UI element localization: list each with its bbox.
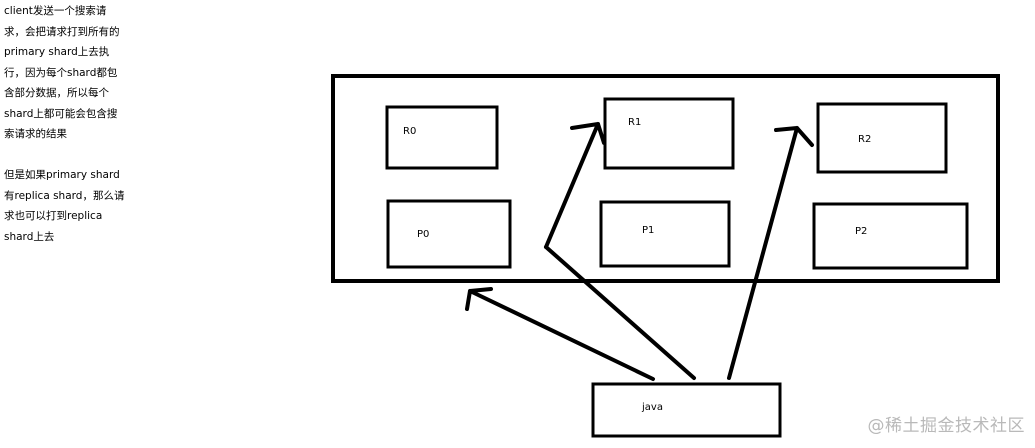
shard-r1: R1 xyxy=(603,97,735,170)
note-line: client发送一个搜索请 xyxy=(4,5,107,17)
note-line: 索请求的结果 xyxy=(4,128,67,140)
shard-r0-box xyxy=(385,105,499,170)
cluster-box xyxy=(331,74,1000,283)
shard-r1-box xyxy=(603,97,735,170)
note-line: shard上都可能会包含搜 xyxy=(4,107,118,120)
shard-r2-box xyxy=(816,102,948,174)
arrow-client-to-p0 xyxy=(465,287,655,381)
arrow-client-to-branch xyxy=(544,245,696,380)
shard-p1: P1 xyxy=(599,200,731,268)
shard-p0-box xyxy=(386,199,512,269)
shard-r2: R2 xyxy=(816,102,948,174)
note-line: 求，会把请求打到所有的 xyxy=(4,25,120,38)
explanation-note: client发送一个搜索请 求，会把请求打到所有的 primary shard上… xyxy=(4,1,134,247)
client-box xyxy=(591,382,782,438)
note-line: primary shard上去执 xyxy=(4,46,110,58)
shard-p0: P0 xyxy=(386,199,512,269)
client-node: java xyxy=(591,382,782,438)
shard-p2-box xyxy=(812,202,969,270)
note-line: shard上去 xyxy=(4,230,55,243)
shard-r1-label: R1 xyxy=(628,117,641,128)
shard-r2-label: R2 xyxy=(858,134,871,145)
client-label: java xyxy=(641,402,663,413)
watermark: @稀土掘金技术社区 xyxy=(867,416,1025,436)
shard-p1-label: P1 xyxy=(642,225,654,236)
shard-p1-box xyxy=(599,200,731,268)
note-line: 有replica shard，那么请 xyxy=(4,189,125,202)
shard-p0-label: P0 xyxy=(417,229,429,240)
note-line: 求也可以打到replica xyxy=(4,210,103,222)
arrow-client-to-r2 xyxy=(727,126,814,380)
shard-r0: R0 xyxy=(385,105,499,170)
note-line: 但是如果primary shard xyxy=(4,169,120,181)
note-line: 行，因为每个shard都包 xyxy=(4,66,118,79)
shard-r0-label: R0 xyxy=(403,126,416,137)
note-line: 含部分数据，所以每个 xyxy=(4,87,109,99)
shard-p2-label: P2 xyxy=(855,226,867,237)
shard-p2: P2 xyxy=(812,202,969,270)
arrow-branch-to-r1 xyxy=(544,122,606,249)
